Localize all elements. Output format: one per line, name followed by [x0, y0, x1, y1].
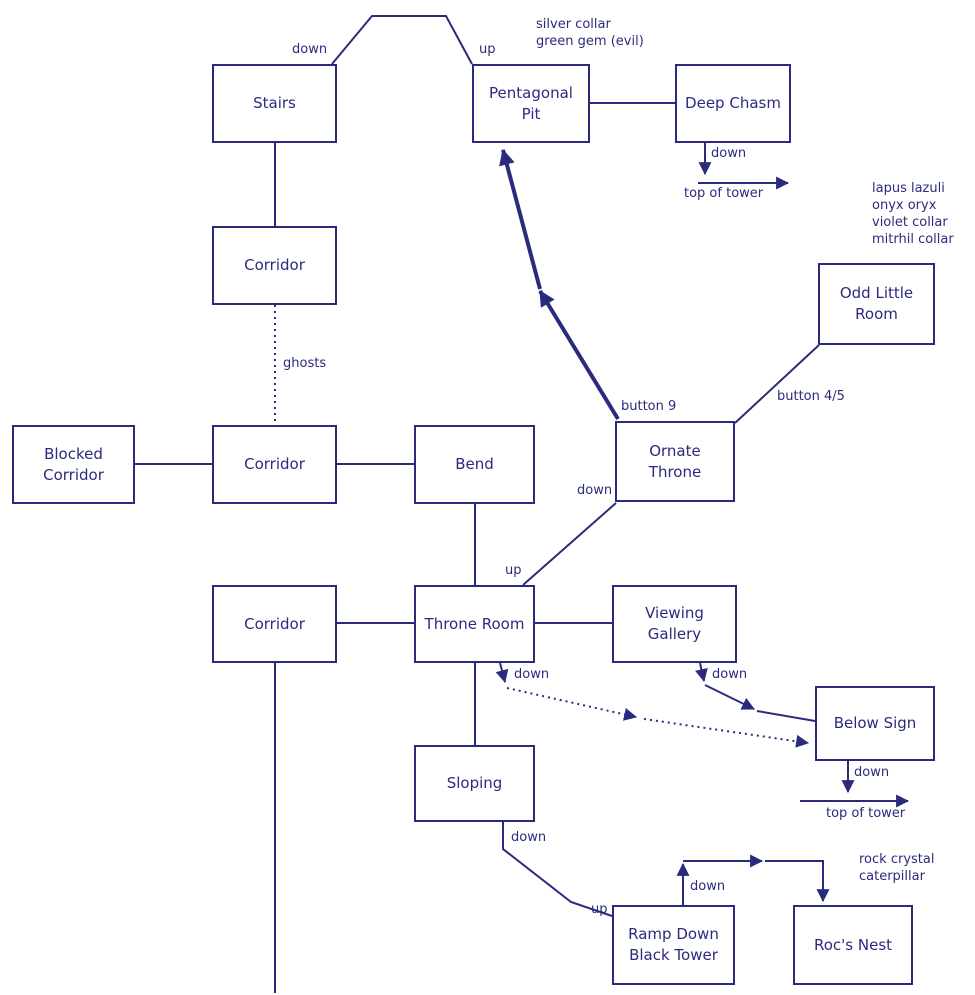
edge-throne-room-down-arrow — [495, 662, 509, 684]
room-throne-room: Throne Room — [414, 585, 535, 663]
room-ramp-down-black-tower: Ramp Down Black Tower — [612, 905, 735, 985]
edge-ramp-rocs-nest-b — [765, 860, 830, 903]
room-corridor-north: Corridor — [212, 226, 337, 305]
room-corridor-west: Corridor — [212, 425, 337, 504]
room-label: Roc's Nest — [813, 935, 893, 954]
edge-label-pit-up: up — [479, 42, 496, 57]
room-stairs: Stairs — [212, 64, 337, 143]
edge-label-ramp-up: up — [591, 902, 608, 917]
edge-label-button-9: button 9 — [621, 399, 677, 414]
room-label: Odd Little Room — [839, 284, 914, 323]
room-label: Pentagonal Pit — [489, 83, 573, 123]
edge-label-button-4-5: button 4/5 — [777, 389, 845, 404]
room-label: Corridor — [244, 256, 305, 274]
room-label: Viewing Gallery — [645, 604, 704, 643]
edge-viewing-gallery-below-sign-b — [756, 710, 816, 722]
room-label: Sloping — [446, 774, 503, 792]
room-label: Deep Chasm — [685, 94, 781, 112]
edge-label-below-sign-down: down — [854, 765, 890, 780]
edge-ornate-throne-odd-little-room — [734, 344, 820, 424]
edge-label-throne-up: up — [505, 563, 522, 578]
room-rocs-nest: Roc's Nest — [793, 905, 913, 985]
room-corridor-south: Corridor — [212, 585, 337, 663]
room-below-sign: Below Sign — [815, 686, 935, 761]
edge-viewing-gallery-down-arrow — [695, 662, 708, 683]
room-label: Blocked Corridor — [43, 444, 104, 484]
room-ornate-throne: Ornate Throne — [615, 421, 735, 502]
room-label: Ramp Down Black Tower — [628, 925, 719, 964]
edge-label-gallery-down: down — [712, 667, 748, 682]
edge-label-ghosts: ghosts — [283, 356, 327, 371]
room-label: Below Sign — [833, 714, 917, 732]
edge-sloping-ramp — [502, 822, 613, 917]
note-pit-items: silver collar green gem (evil) — [536, 17, 644, 49]
note-rocs-nest-items: rock crystal caterpillar — [859, 852, 935, 884]
edge-throne-room-below-sign-a — [506, 687, 638, 721]
edge-label-ramp-down: down — [690, 879, 726, 894]
edge-label-ornate-down: down — [577, 483, 613, 498]
edge-ornate-throne-pit-a — [538, 289, 620, 421]
note-below-sign-top-of-tower: top of tower — [826, 806, 906, 821]
room-label: Stairs — [253, 94, 296, 112]
room-bend: Bend — [414, 425, 535, 504]
room-deep-chasm: Deep Chasm — [675, 64, 791, 143]
room-label: Bend — [455, 455, 494, 473]
edge-label-stairs-down: down — [292, 42, 328, 57]
room-blocked-corridor: Blocked Corridor — [12, 425, 135, 504]
room-pentagonal-pit: Pentagonal Pit — [472, 64, 590, 143]
room-sloping: Sloping — [414, 745, 535, 822]
room-label: Throne Room — [424, 614, 525, 633]
room-odd-little-room: Odd Little Room — [818, 263, 935, 345]
room-label: Corridor — [244, 614, 305, 633]
edge-viewing-gallery-below-sign-a — [704, 684, 755, 710]
edge-label-chasm-down: down — [711, 146, 747, 161]
room-label: Ornate Throne — [648, 441, 702, 481]
edge-label-sloping-down: down — [511, 830, 547, 845]
note-chasm-top-of-tower: top of tower — [684, 186, 764, 201]
room-viewing-gallery: Viewing Gallery — [612, 585, 737, 663]
note-odd-room-items: lapus lazuli onyx oryx violet collar mit… — [872, 181, 954, 247]
room-label: Corridor — [244, 455, 305, 473]
edge-stairs-pentagonal-pit — [331, 15, 473, 65]
edge-label-throne-down: down — [514, 667, 550, 682]
edge-ornate-throne-throne-room — [522, 502, 617, 586]
edge-throne-room-below-sign-b — [643, 718, 810, 748]
edge-ornate-throne-pit-b — [499, 148, 542, 290]
